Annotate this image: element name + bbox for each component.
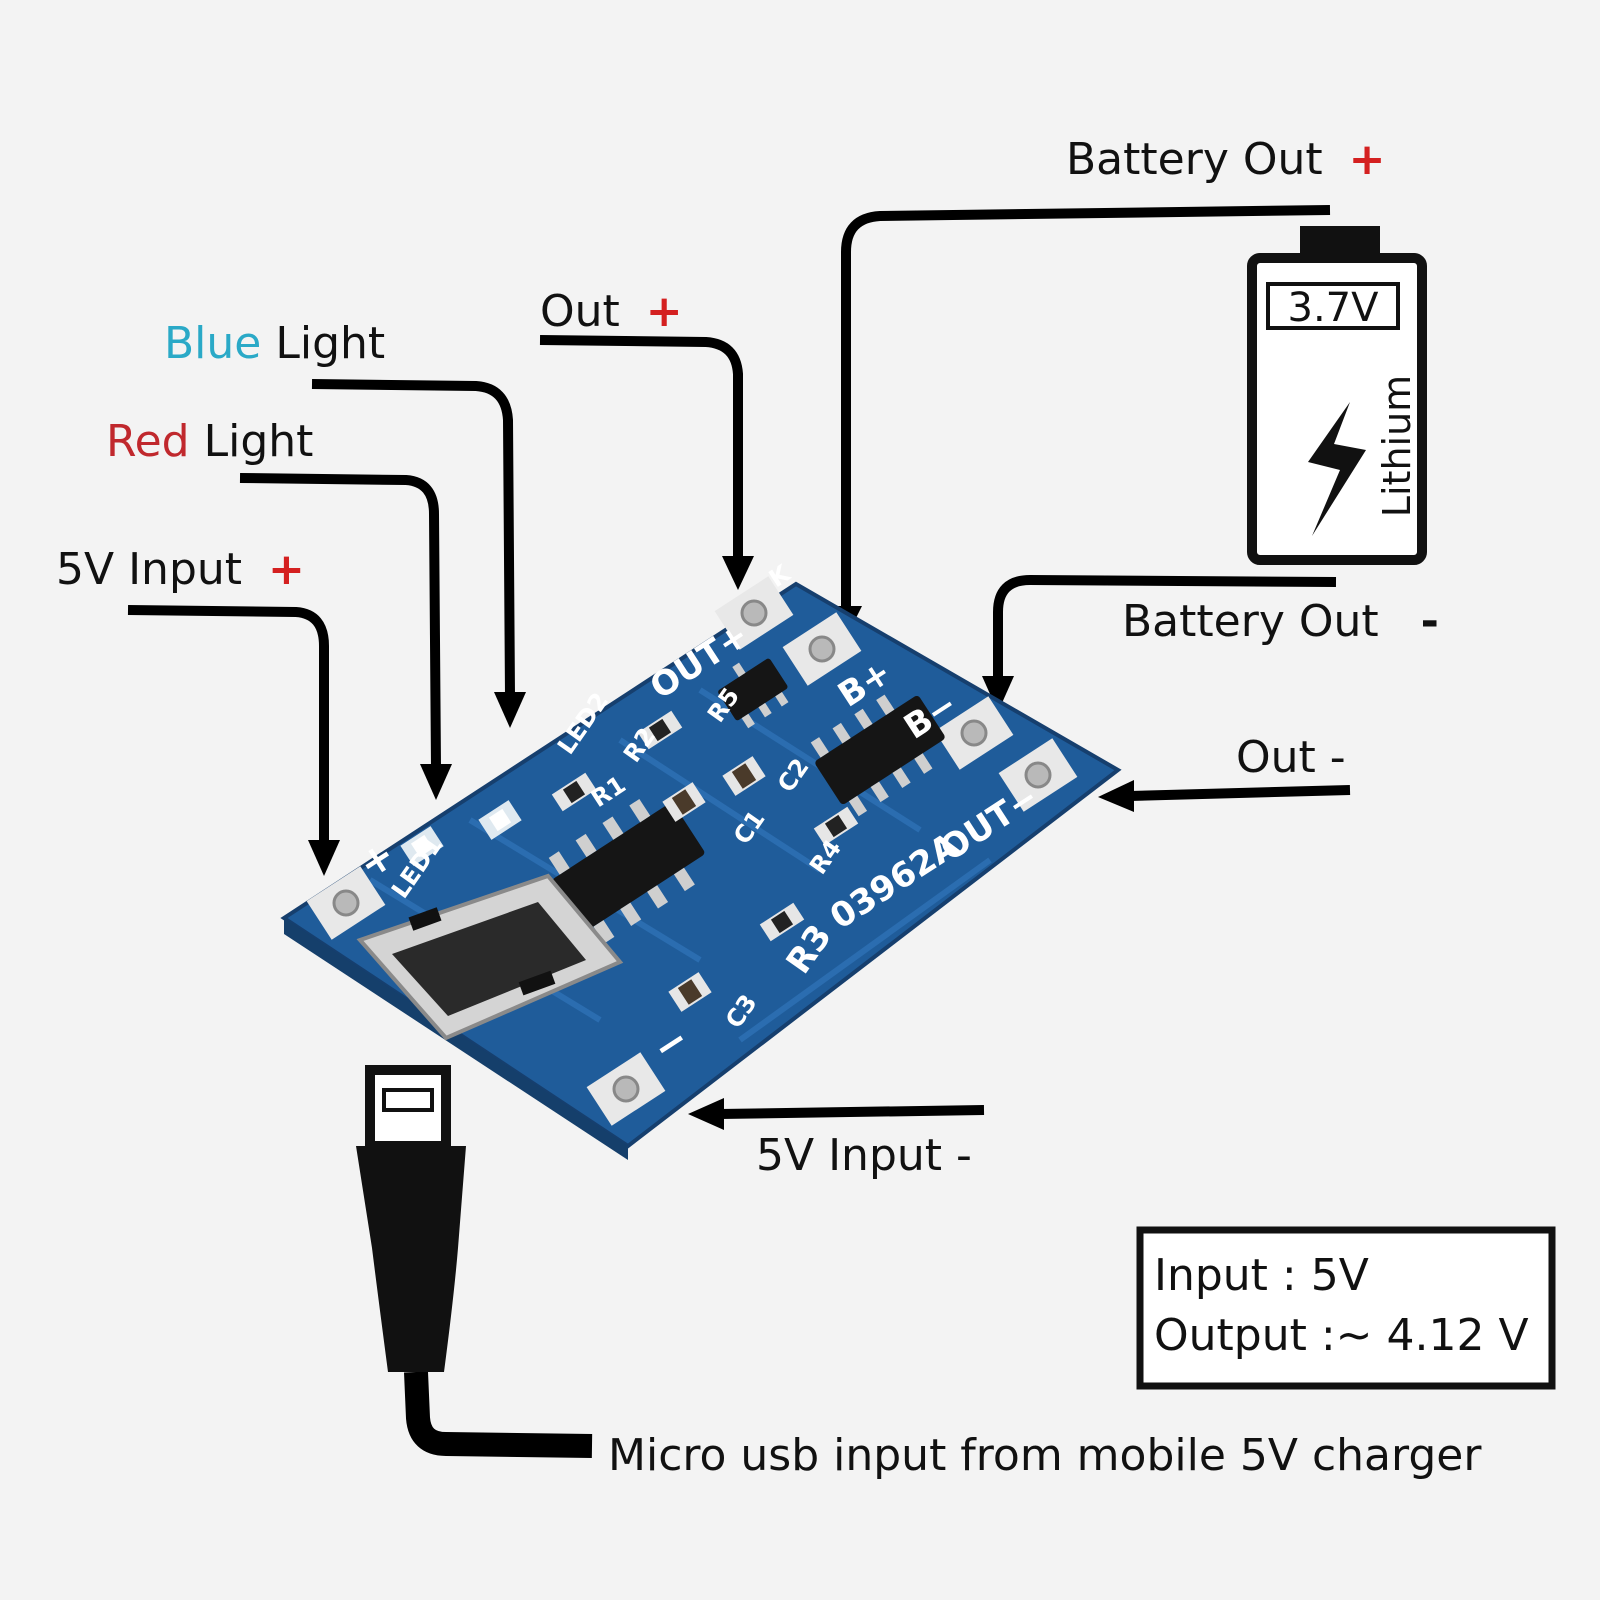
label-out-plus: Out + [540, 286, 683, 337]
lightning-bolt-icon [1308, 402, 1366, 536]
arrowhead-out-plus [722, 556, 754, 590]
plug-tip-slot [382, 1088, 434, 1112]
label-usb-caption: Micro usb input from mobile 5V charger [608, 1430, 1482, 1481]
plus-sign: + [646, 286, 683, 337]
wires [127, 205, 1351, 1458]
minus-sign: - [1421, 596, 1439, 647]
arrowhead-red-light [420, 764, 452, 800]
battery-voltage: 3.7V [1288, 285, 1380, 331]
wire-input-minus [719, 1105, 985, 1119]
ic-mosfet [718, 658, 789, 729]
usb-cable [404, 1371, 593, 1458]
battery-type: Lithium [1375, 375, 1419, 517]
pcb-board: OUT+ B+ B− OUT− 03962A R3 R1 R2 R4 R5 C1… [280, 559, 1122, 1160]
label-input-minus: 5V Input - [756, 1130, 972, 1181]
pad-in-minus [586, 1052, 666, 1126]
wire-input-plus [127, 605, 329, 844]
usb-receptacle [356, 873, 624, 1041]
label-battery-out-minus: Battery Out - [1122, 596, 1439, 647]
ic-dw01 [810, 694, 945, 817]
spec-output: Output :~ 4.12 V [1154, 1310, 1529, 1361]
pad-b-plus [782, 612, 862, 686]
pad-out-plus [714, 576, 794, 650]
wire-out-plus [539, 335, 743, 560]
arrowhead-battery-out-minus [982, 676, 1014, 712]
spec-box: Input : 5V Output :~ 4.12 V [1136, 1226, 1556, 1390]
arrowhead-input-minus [688, 1098, 724, 1130]
pad-out-minus [998, 738, 1078, 812]
plug-body [356, 1146, 466, 1372]
label-battery-out-plus: Battery Out + [1066, 134, 1385, 185]
pad-b-minus [934, 696, 1014, 770]
battery-body [1247, 253, 1427, 565]
pcb-edge [284, 918, 628, 1160]
label-red-light: Red Light [106, 416, 313, 467]
label-input-plus: 5V Input + [56, 544, 305, 595]
plus-sign: + [268, 544, 305, 595]
wire-blue-light [311, 379, 515, 697]
wire-red-light [239, 473, 441, 769]
wire-battery-out-plus [841, 205, 1331, 612]
smd-components [400, 710, 859, 1012]
spec-input: Input : 5V [1154, 1250, 1369, 1301]
battery-terminal [1300, 226, 1380, 258]
arrowhead-out-minus [1098, 780, 1134, 812]
labels: Battery Out + Out + Blue Light Red Light… [56, 134, 1482, 1481]
arrowhead-input-plus [308, 840, 340, 876]
battery-voltage-box [1266, 282, 1400, 330]
pad-in-plus [306, 866, 386, 940]
label-out-minus: Out - [1236, 732, 1346, 783]
label-blue-light: Blue Light [164, 318, 385, 369]
micro-usb-plug [356, 1065, 466, 1372]
wire-out-minus [1129, 785, 1351, 801]
ic-tp4056 [548, 799, 705, 944]
arrowhead-blue-light [494, 692, 526, 728]
spec-box-frame [1136, 1226, 1556, 1390]
plus-sign: + [1349, 134, 1386, 185]
battery: 3.7V Lithium [1247, 226, 1427, 565]
wire-battery-out-minus [993, 575, 1337, 680]
